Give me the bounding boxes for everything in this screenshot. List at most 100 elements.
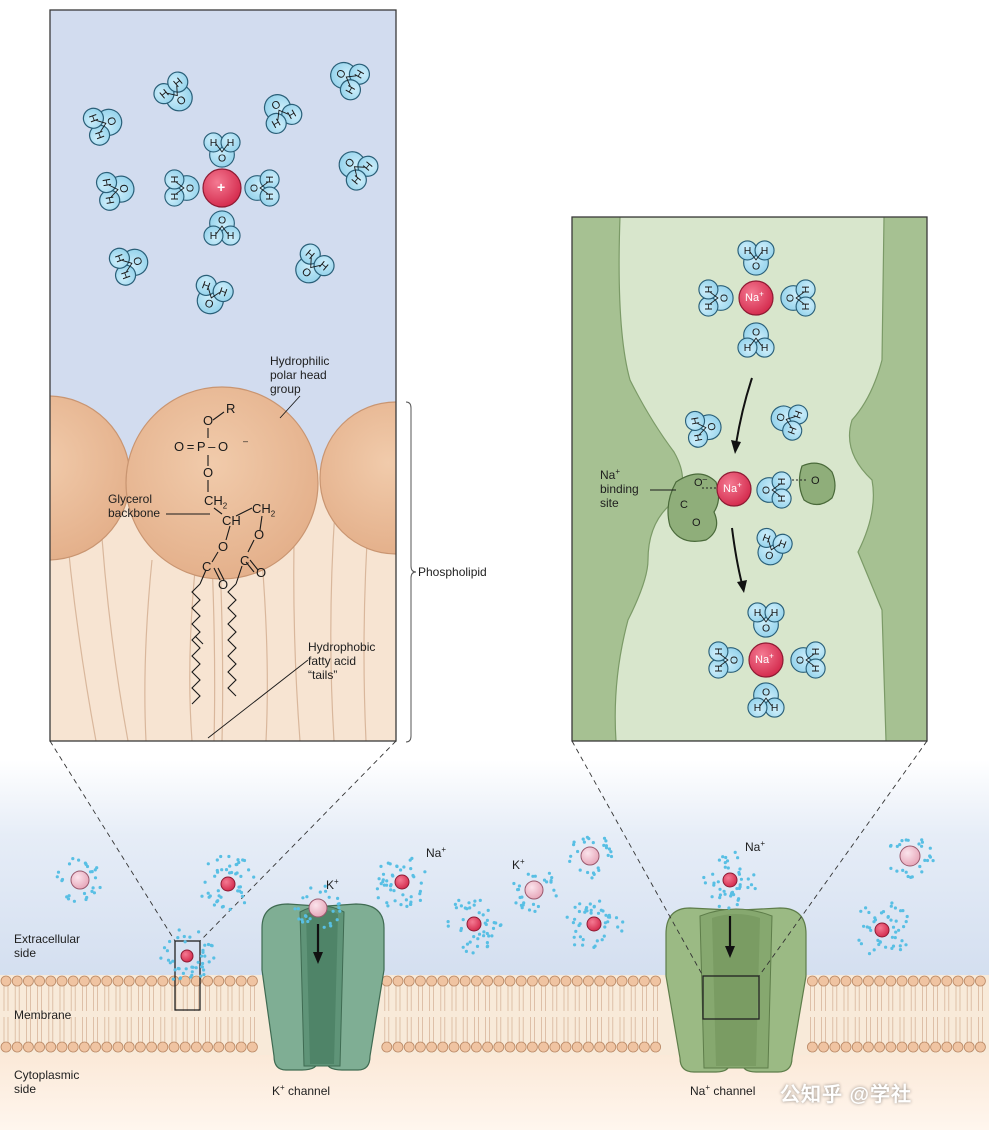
left-panel-frame bbox=[49, 9, 397, 742]
water-dot bbox=[60, 877, 65, 882]
chem-c-left: C bbox=[202, 559, 212, 574]
water-dot bbox=[902, 925, 906, 929]
water-dot bbox=[604, 839, 608, 843]
k-ion-ball bbox=[580, 846, 600, 866]
water-dot bbox=[592, 904, 596, 909]
water-dot bbox=[336, 896, 340, 901]
water-dot bbox=[867, 910, 871, 915]
water-dot bbox=[738, 867, 742, 871]
water-dot bbox=[716, 880, 720, 884]
hydrogen-atom-label: H bbox=[744, 246, 752, 257]
water-dot bbox=[547, 871, 552, 875]
lipid-head bbox=[45, 1041, 57, 1053]
na-ion-binding bbox=[716, 471, 752, 507]
water-dot bbox=[723, 861, 727, 865]
water-dot bbox=[859, 909, 863, 913]
water-dot bbox=[920, 844, 924, 848]
lipid-head bbox=[963, 1041, 975, 1053]
water-dot bbox=[494, 921, 498, 925]
water-dot bbox=[873, 916, 877, 920]
water-dot bbox=[894, 930, 898, 934]
lipid-head bbox=[392, 1041, 404, 1053]
water-dot bbox=[477, 932, 482, 936]
water-dot bbox=[472, 935, 476, 939]
water-dot bbox=[409, 867, 413, 871]
water-dot bbox=[906, 874, 910, 879]
water-dot bbox=[467, 901, 471, 905]
lipid-head bbox=[571, 975, 583, 987]
water-dot bbox=[920, 838, 924, 842]
lipid-head bbox=[112, 1041, 124, 1053]
binding-site-label: Na+ binding site bbox=[600, 467, 639, 511]
lipid-head bbox=[919, 975, 930, 987]
water-dot bbox=[389, 884, 393, 888]
lipid-head bbox=[437, 1041, 449, 1053]
water-dot bbox=[392, 889, 396, 893]
na-ion-ball bbox=[394, 874, 410, 890]
hydrogen-atom-label: H bbox=[754, 701, 762, 712]
chem-o-minus: – bbox=[243, 436, 249, 446]
water-dot bbox=[891, 944, 896, 948]
hydration-shell-water-icon: HHO bbox=[244, 169, 280, 207]
lipid-head bbox=[79, 975, 90, 987]
water-dot bbox=[212, 903, 216, 907]
hydrogen-atom-label: H bbox=[170, 176, 181, 184]
water-dot bbox=[465, 942, 470, 946]
water-dot bbox=[884, 945, 888, 949]
k-ion-ball bbox=[524, 880, 544, 900]
water-dot bbox=[727, 906, 731, 910]
lipid-head bbox=[504, 975, 516, 987]
lipid-head bbox=[538, 1041, 549, 1053]
lipid-head bbox=[34, 1041, 45, 1053]
lipid-head bbox=[560, 975, 572, 987]
water-dot bbox=[527, 908, 532, 912]
na-ion-ball bbox=[220, 876, 236, 892]
water-dot bbox=[920, 840, 925, 844]
lipid-head bbox=[56, 975, 68, 987]
lipid-head bbox=[907, 1041, 919, 1053]
left-cation bbox=[202, 168, 242, 208]
water-dot bbox=[483, 921, 487, 925]
water-dot bbox=[490, 934, 494, 938]
lipid-head bbox=[381, 1041, 393, 1053]
water-dot bbox=[886, 915, 890, 919]
water-dot bbox=[181, 971, 185, 976]
lipid-head bbox=[67, 1041, 79, 1053]
water-dot bbox=[55, 875, 59, 879]
water-dot bbox=[212, 956, 216, 960]
lipid-head bbox=[829, 975, 841, 987]
lipid-head bbox=[90, 1041, 101, 1053]
lipid-head bbox=[246, 1041, 258, 1053]
hydration-shell-water-icon: HHO bbox=[164, 169, 200, 207]
water-dot bbox=[568, 859, 572, 864]
water-dot bbox=[607, 847, 612, 851]
lipid-head bbox=[470, 975, 482, 987]
water-dot bbox=[221, 904, 225, 909]
hydrogen-atom-label: H bbox=[227, 229, 235, 240]
water-dot bbox=[512, 881, 516, 886]
water-dot bbox=[487, 934, 491, 938]
lipid-head bbox=[807, 1041, 818, 1053]
water-dot bbox=[746, 877, 750, 881]
hydrogen-atom-label: H bbox=[775, 495, 786, 503]
water-dot bbox=[904, 943, 908, 947]
chem-ch2-right: CH2 bbox=[252, 501, 276, 519]
water-dot bbox=[746, 885, 750, 890]
water-dot bbox=[457, 898, 461, 903]
water-dot bbox=[595, 939, 599, 943]
lipid-head bbox=[123, 975, 135, 987]
oxygen-atom-label: O bbox=[763, 550, 774, 563]
water-dot bbox=[418, 892, 422, 896]
water-dot bbox=[609, 850, 613, 854]
water-dot bbox=[585, 906, 589, 910]
hydrogen-atom-label: H bbox=[227, 138, 235, 149]
water-dot bbox=[399, 868, 403, 872]
chem-o-right: O bbox=[254, 527, 265, 542]
chem-ch2-top: CH2 bbox=[204, 493, 228, 511]
hydration-shell-water-icon: HHO bbox=[780, 279, 816, 317]
hydration-shell-water-icon: HHO bbox=[790, 641, 826, 679]
lipid-head bbox=[863, 975, 874, 987]
